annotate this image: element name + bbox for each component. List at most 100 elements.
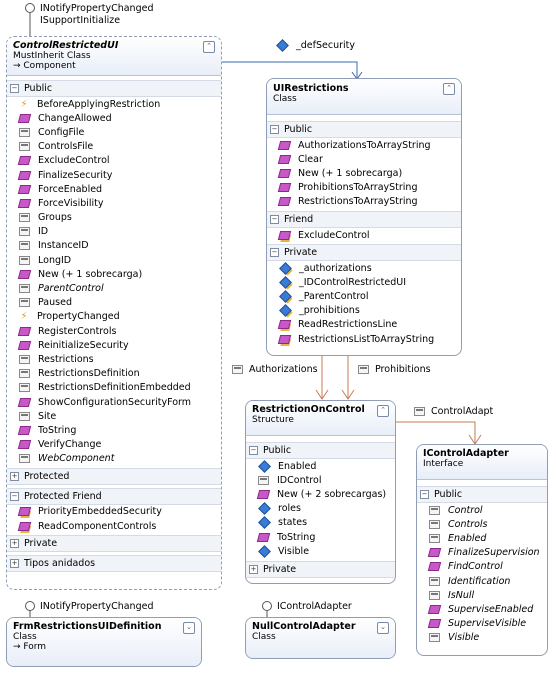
member-item[interactable]: ReadComponentControls (7, 519, 221, 533)
property-icon (429, 576, 440, 586)
member-item[interactable]: New (+ 1 sobrecarga) (7, 267, 221, 281)
member-item[interactable]: FinalizeSecurity (7, 168, 221, 182)
member-item[interactable]: FinalizeSupervision (417, 546, 547, 560)
expand-button[interactable]: ⌄ (377, 622, 389, 634)
method-icon (427, 604, 442, 614)
member-item[interactable]: Restrictions (7, 352, 221, 366)
member-item[interactable]: Groups (7, 211, 221, 225)
member-item[interactable]: Control (417, 503, 547, 517)
member-item[interactable]: ⚡PropertyChanged (7, 310, 221, 324)
expand-button[interactable]: ⌄ (183, 622, 195, 634)
member-item[interactable]: Visible (417, 631, 547, 645)
member-item[interactable]: RestrictionsToArrayString (267, 195, 461, 209)
minus-icon[interactable]: − (10, 84, 19, 93)
class-box-nullcontroladapter[interactable]: NullControlAdapter Class ⌄ (245, 617, 396, 659)
member-item[interactable]: _ParentControl (267, 290, 461, 304)
member-item[interactable]: LongID (7, 253, 221, 267)
minus-icon[interactable]: − (270, 125, 279, 134)
member-item[interactable]: Clear (267, 152, 461, 166)
member-item[interactable]: _IDControlRestrictedUI (267, 275, 461, 289)
interface-box-icontroladapter[interactable]: IControlAdapter Interface −Public Contro… (416, 444, 548, 656)
section-private[interactable]: +Private (246, 561, 395, 579)
member-item[interactable]: AuthorizationsToArrayString (267, 138, 461, 152)
member-label: AuthorizationsToArrayString (298, 139, 431, 151)
member-item[interactable]: Site (7, 409, 221, 423)
member-label: Identification (448, 575, 511, 587)
collapse-button[interactable]: ⌃ (443, 83, 455, 95)
minus-icon[interactable]: − (270, 214, 279, 224)
member-item[interactable]: Identification (417, 574, 547, 588)
member-item[interactable]: ShowConfigurationSecurityForm (7, 395, 221, 409)
member-item[interactable]: PriorityEmbeddedSecurity (7, 505, 221, 519)
interface-label-isupportinitialize: ISupportInitialize (40, 15, 121, 26)
section-private[interactable]: −Private (267, 244, 461, 262)
minus-icon[interactable]: − (10, 491, 19, 501)
plus-icon[interactable]: + (10, 539, 19, 549)
member-item[interactable]: RestrictionsListToArrayString (267, 332, 461, 346)
section-public[interactable]: −Public (7, 80, 221, 97)
member-item[interactable]: FindControl (417, 560, 547, 574)
section-protected-friend[interactable]: −Protected Friend (7, 487, 221, 505)
member-item[interactable]: WebComponent (7, 452, 221, 466)
member-item[interactable]: ParentControl (7, 281, 221, 295)
collapse-button[interactable]: ⌃ (377, 405, 389, 417)
member-item[interactable]: ChangeAllowed (7, 111, 221, 125)
section-public[interactable]: −Public (417, 486, 547, 503)
private-field-icon (279, 304, 292, 318)
member-item[interactable]: states (246, 516, 395, 530)
minus-icon[interactable]: − (420, 490, 429, 499)
member-label: ForceEnabled (38, 183, 103, 195)
member-item[interactable]: ForceVisibility (7, 196, 221, 210)
plus-icon[interactable]: + (10, 471, 19, 481)
member-item[interactable]: RestrictionsDefinition (7, 367, 221, 381)
member-item[interactable]: VerifyChange (7, 438, 221, 452)
member-label: RestrictionsDefinition (38, 368, 140, 380)
section-protected[interactable]: +Protected (7, 467, 221, 485)
member-item[interactable]: InstanceID (7, 239, 221, 253)
member-item[interactable]: SuperviseVisible (417, 617, 547, 631)
class-box-uirestrictions[interactable]: UIRestrictions Class ⌃ −Public Authoriza… (266, 78, 462, 356)
member-item[interactable]: ⚡BeforeApplyingRestriction (7, 97, 221, 111)
member-item[interactable]: ForceEnabled (7, 182, 221, 196)
member-item[interactable]: ProhibitionsToArrayString (267, 181, 461, 195)
section-public[interactable]: −Public (246, 442, 395, 459)
assoc-label-authorizations: Authorizations (232, 364, 318, 375)
member-item[interactable]: Controls (417, 517, 547, 531)
section-nested-types[interactable]: +Tipos anidados (7, 555, 221, 573)
collapse-button[interactable]: ⌃ (203, 41, 215, 53)
member-item[interactable]: IDControl (246, 473, 395, 487)
member-item[interactable]: ControlsFile (7, 140, 221, 154)
minus-icon[interactable]: − (270, 248, 279, 258)
minus-icon[interactable]: − (249, 446, 258, 455)
member-item[interactable]: ExcludeControl (7, 154, 221, 168)
member-item[interactable]: Visible (246, 544, 395, 558)
member-item[interactable]: Enabled (246, 459, 395, 473)
member-item[interactable]: _authorizations (267, 261, 461, 275)
section-private[interactable]: +Private (7, 535, 221, 553)
member-item[interactable]: ToString (7, 423, 221, 437)
member-item[interactable]: _prohibitions (267, 304, 461, 318)
section-friend[interactable]: −Friend (267, 210, 461, 228)
member-item[interactable]: RestrictionsDefinitionEmbedded (7, 381, 221, 395)
member-item[interactable]: RegisterControls (7, 324, 221, 338)
member-item[interactable]: ConfigFile (7, 125, 221, 139)
class-box-restrictiononcontrol[interactable]: RestrictionOnControl Structure ⌃ −Public… (245, 400, 396, 584)
member-item[interactable]: Paused (7, 296, 221, 310)
class-box-frmrestrictionsuidefinition[interactable]: FrmRestrictionsUIDefinition Class → Form… (6, 617, 202, 667)
plus-icon[interactable]: + (10, 559, 19, 569)
member-item[interactable]: ID (7, 225, 221, 239)
member-item[interactable]: IsNull (417, 588, 547, 602)
class-box-controlrestrictedui[interactable]: ControlRestrictedUI MustInherit Class → … (6, 36, 222, 590)
member-item[interactable]: New (+ 2 sobrecargas) (246, 487, 395, 501)
plus-icon[interactable]: + (249, 565, 258, 575)
member-item[interactable]: ExcludeControl (267, 228, 461, 242)
member-item[interactable]: ToString (246, 530, 395, 544)
member-item[interactable]: roles (246, 502, 395, 516)
member-item[interactable]: SuperviseEnabled (417, 602, 547, 616)
member-item[interactable]: New (+ 1 sobrecarga) (267, 166, 461, 180)
member-item[interactable]: ReinitializeSecurity (7, 338, 221, 352)
member-item[interactable]: ReadRestrictionsLine (267, 318, 461, 332)
member-item[interactable]: Enabled (417, 531, 547, 545)
section-public[interactable]: −Public (267, 121, 461, 138)
